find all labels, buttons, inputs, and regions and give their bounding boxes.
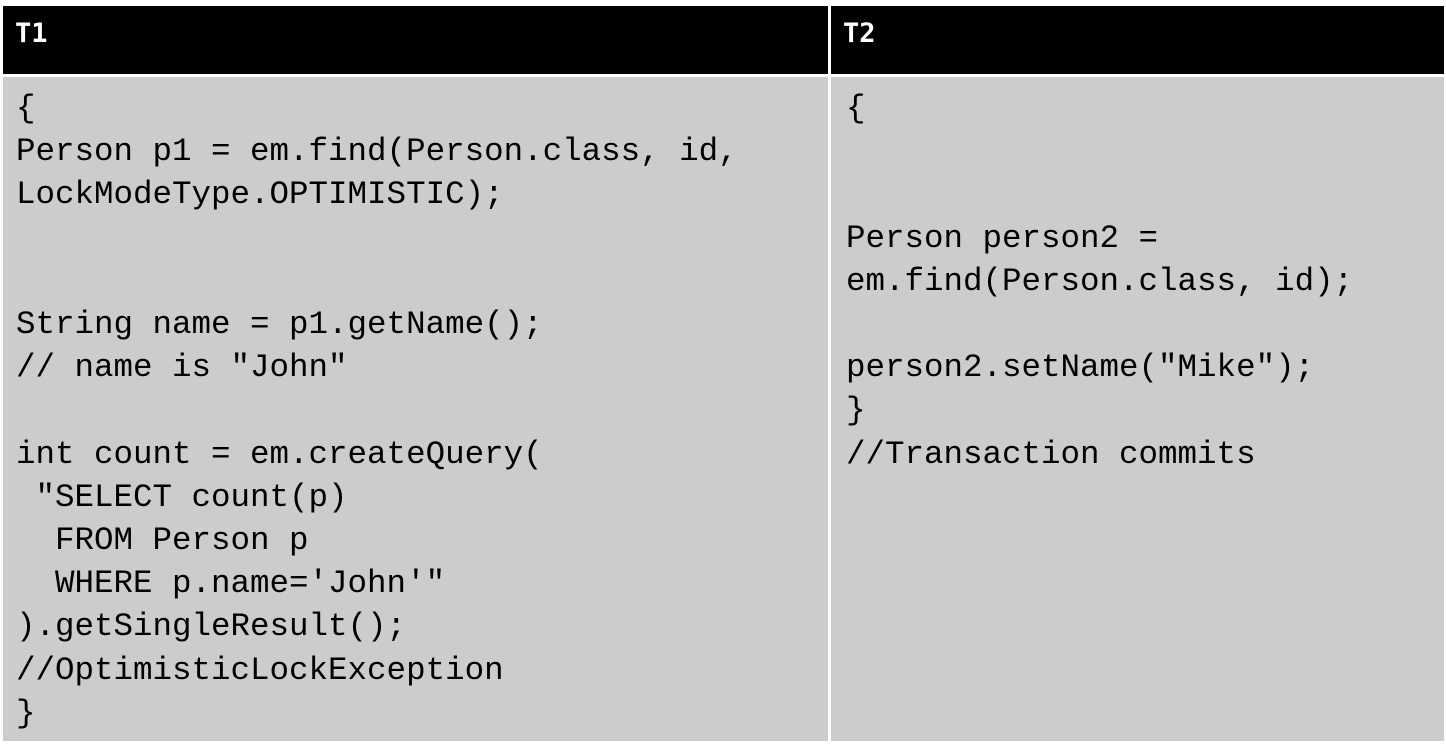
code-line: }	[846, 392, 866, 430]
t2-code-block: { Person person2 = em.find(Person.class, …	[831, 77, 1444, 476]
code-line: em.find(Person.class, id);	[846, 262, 1354, 300]
code-line: //OptimisticLockException	[16, 651, 504, 689]
code-line: FROM Person p	[16, 522, 309, 560]
code-line: WHERE p.name='John'"	[16, 565, 446, 603]
code-line: int count = em.createQuery(	[16, 435, 543, 473]
code-line	[16, 260, 828, 303]
code-line: Person person2 =	[846, 219, 1159, 257]
code-line: ).getSingleResult();	[16, 608, 407, 646]
column-header-t1: T1	[3, 6, 828, 74]
code-line	[846, 130, 1444, 173]
code-line: }	[16, 694, 36, 732]
code-line: person2.setName("Mike");	[846, 349, 1315, 387]
code-line: "SELECT count(p)	[16, 478, 348, 516]
code-line: {	[16, 90, 36, 127]
transaction-comparison-table: T1 T2 { Person p1 = em.find(Person.class,…	[3, 6, 1444, 741]
code-line: {	[846, 90, 866, 127]
code-line: String name = p1.getName();	[16, 306, 543, 344]
code-line	[846, 173, 1444, 216]
code-line: // name is "John"	[16, 349, 348, 387]
t2-code-cell: { Person person2 = em.find(Person.class, …	[831, 77, 1444, 741]
column-header-t2: T2	[831, 6, 1444, 74]
code-line	[16, 389, 828, 432]
code-line: //Transaction commits	[846, 435, 1256, 473]
code-line: Person p1 = em.find(Person.class, id,	[16, 133, 738, 171]
code-line	[16, 217, 828, 260]
t1-code-cell: { Person p1 = em.find(Person.class, id, Lo…	[3, 77, 828, 741]
t1-code-block: { Person p1 = em.find(Person.class, id, Lo…	[3, 77, 828, 735]
code-line: LockModeType.OPTIMISTIC);	[16, 176, 504, 214]
code-line	[846, 303, 1444, 346]
